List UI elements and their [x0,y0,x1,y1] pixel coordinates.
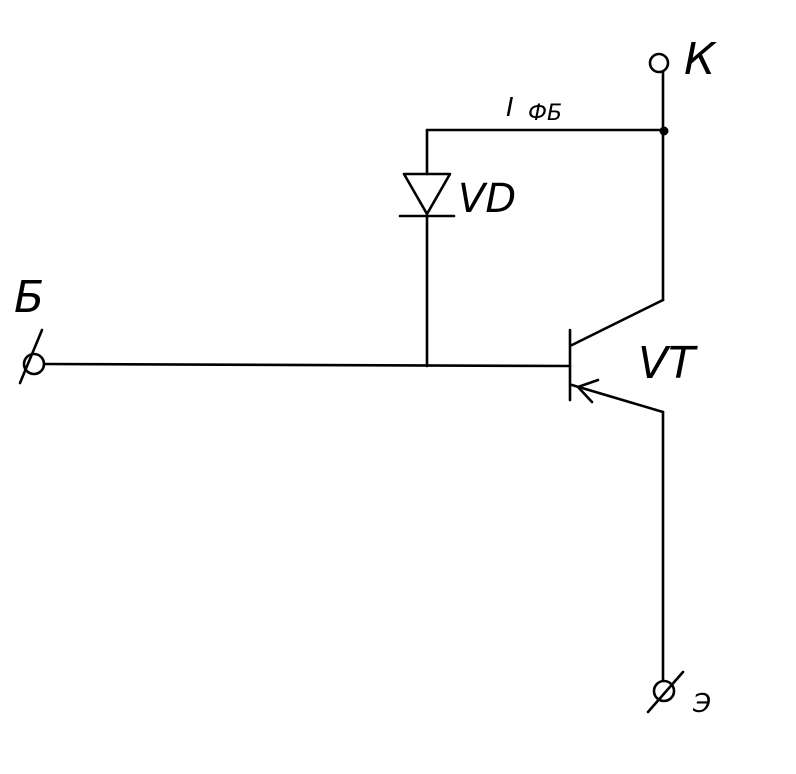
base-terminal [18,328,46,385]
emitter-arrow-icon [576,378,600,404]
emitter-terminal [646,670,685,714]
transistor-collector-lead [570,298,665,347]
diode-branch-wire [425,128,666,368]
diode-label: VD [458,176,516,222]
collector-terminal [648,52,670,74]
diode-vd [398,172,456,218]
current-label-subscript: ФБ [528,101,562,126]
base-wire [42,362,572,368]
current-label: I ФБ [506,93,562,126]
transistor-label: VT [638,338,698,389]
transistor-emitter-lead [570,383,665,414]
current-label-symbol: I [506,93,514,123]
transistor-vt [568,298,665,414]
collector-junction-dot [659,126,669,136]
emitter-label: Э [692,689,711,719]
base-label: Б [14,272,44,323]
collector-label: К [684,34,717,85]
